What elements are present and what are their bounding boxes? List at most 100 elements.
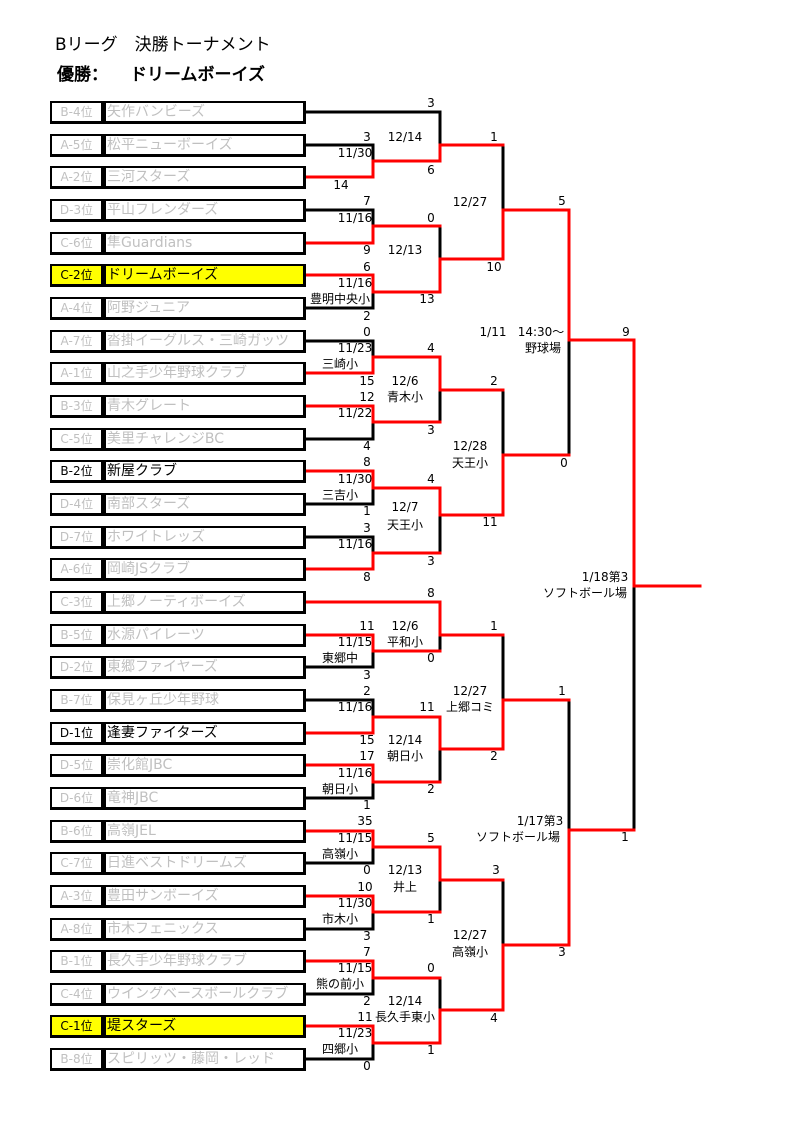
score-label: 10 [486, 260, 502, 274]
score-label: 3 [558, 945, 566, 959]
team-name: 岡崎JSクラブ [104, 558, 306, 582]
match-date-label: 11/16 [337, 211, 373, 225]
score-label: 3 [363, 130, 371, 144]
team-seed: A-4位 [50, 296, 104, 320]
team-row: A-6位岡崎JSクラブ [50, 558, 307, 582]
score-label: 35 [357, 814, 373, 828]
score-label: 1 [558, 684, 566, 698]
team-row: B-1位長久手少年野球クラブ [50, 950, 307, 974]
score-label: 6 [363, 260, 371, 274]
score-label: 1 [490, 130, 498, 144]
score-label: 4 [490, 1011, 498, 1025]
team-name: 長久手少年野球クラブ [104, 950, 306, 974]
venue-label: 青木小 [386, 390, 424, 404]
team-name: 豊田サンボーイズ [104, 884, 306, 908]
score-label: 2 [363, 994, 371, 1008]
venue-label: 豊明中央小 [309, 292, 371, 306]
team-row: A-3位豊田サンボーイズ [50, 884, 307, 908]
team-seed: C-3位 [50, 590, 104, 614]
venue-label: ソフトボール場 [475, 830, 561, 844]
team-name: 山之手少年野球クラブ [104, 362, 306, 386]
score-label: 6 [427, 163, 435, 177]
venue-label: ソフトボール場 [542, 586, 628, 600]
match-date-label: 11/23 [337, 341, 373, 355]
score-label: 0 [363, 325, 371, 339]
score-label: 3 [427, 554, 435, 568]
venue-label: 高嶺小 [451, 945, 489, 959]
team-name: 平山フレンダーズ [104, 198, 306, 222]
score-label: 3 [363, 521, 371, 535]
match-date-label: 11/15 [337, 831, 373, 845]
score-label: 12 [359, 390, 375, 404]
team-row: C-5位美里チャレンジBC [50, 427, 307, 451]
team-seed: A-5位 [50, 133, 104, 157]
team-row: C-7位日進ベストドリームズ [50, 852, 307, 876]
score-label: 2 [363, 309, 371, 323]
team-row: B-5位水源パイレーツ [50, 623, 307, 647]
team-seed: C-2位 [50, 264, 104, 288]
score-label: 8 [363, 455, 371, 469]
team-name: 堤スターズ [104, 1015, 306, 1039]
score-label: 1 [490, 619, 498, 633]
team-name: 東郷ファイヤーズ [104, 656, 306, 680]
team-row: D-5位崇化館JBC [50, 754, 307, 778]
score-label: 3 [363, 668, 371, 682]
team-row: A-5位松平ニューボーイズ [50, 133, 307, 157]
match-date-label: 11/30 [337, 146, 373, 160]
team-name: 逢妻ファイターズ [104, 721, 306, 745]
team-row: A-2位三河スターズ [50, 166, 307, 190]
champion-label: 優勝： [57, 65, 108, 85]
score-label: 14 [333, 178, 349, 192]
match-date-label: 12/7 [391, 500, 419, 514]
team-seed: A-3位 [50, 884, 104, 908]
team-name: 新屋クラブ [104, 460, 306, 484]
team-seed: D-2位 [50, 656, 104, 680]
score-label: 4 [363, 439, 371, 453]
venue-label: 四郷小 [321, 1042, 359, 1056]
team-name: 日進ベストドリームズ [104, 852, 306, 876]
match-date-label: 11/22 [337, 406, 373, 420]
venue-label: 朝日小 [386, 749, 424, 763]
match-date-label: 12/27 [452, 195, 488, 209]
team-seed: A-8位 [50, 917, 104, 941]
match-date-label: 11/16 [337, 276, 373, 290]
score-label: 3 [492, 863, 500, 877]
match-date-label: 12/6 [391, 374, 419, 388]
score-label: 3 [363, 929, 371, 943]
venue-label: 三吉小 [321, 488, 359, 502]
score-label: 0 [427, 211, 435, 225]
score-label: 1 [621, 830, 629, 844]
team-row: D-7位ホワイトレッズ [50, 525, 307, 549]
team-name: 松平ニューボーイズ [104, 133, 306, 157]
team-seed: B-1位 [50, 950, 104, 974]
score-label: 2 [490, 749, 498, 763]
score-label: 8 [363, 570, 371, 584]
score-label: 0 [363, 863, 371, 877]
team-row: A-7位沓掛イーグルス・三崎ガッツ [50, 329, 307, 353]
team-seed: C-1位 [50, 1015, 104, 1039]
match-date-label: 12/28 [452, 439, 488, 453]
champion-name: ドリームボーイズ [130, 65, 265, 85]
team-name: 沓掛イーグルス・三崎ガッツ [104, 329, 306, 353]
match-date-label: 11/30 [337, 896, 373, 910]
match-date-label: 14:30～ [517, 325, 565, 339]
match-date-label: 1/18第3 [581, 570, 629, 584]
match-date-label: 12/14 [387, 994, 423, 1008]
score-label: 1 [363, 798, 371, 812]
team-seed: D-6位 [50, 786, 104, 810]
venue-label: 長久手東小 [374, 1010, 436, 1024]
match-date-label: 11/15 [337, 961, 373, 975]
team-seed: D-7位 [50, 525, 104, 549]
score-label: 3 [427, 96, 435, 110]
team-row: C-4位ウイングベースボールクラブ [50, 982, 307, 1006]
match-date-label: 11/16 [337, 700, 373, 714]
score-label: 11 [419, 700, 435, 714]
venue-label: 高嶺小 [321, 847, 359, 861]
venue-label: 三崎小 [321, 357, 359, 371]
match-date-label: 11/23 [337, 1026, 373, 1040]
team-row: D-6位竜神JBC [50, 786, 307, 810]
team-name: ウイングベースボールクラブ [104, 982, 306, 1006]
team-row: B-6位高嶺JEL [50, 819, 307, 843]
page-title: Bリーグ 決勝トーナメント [55, 35, 271, 55]
